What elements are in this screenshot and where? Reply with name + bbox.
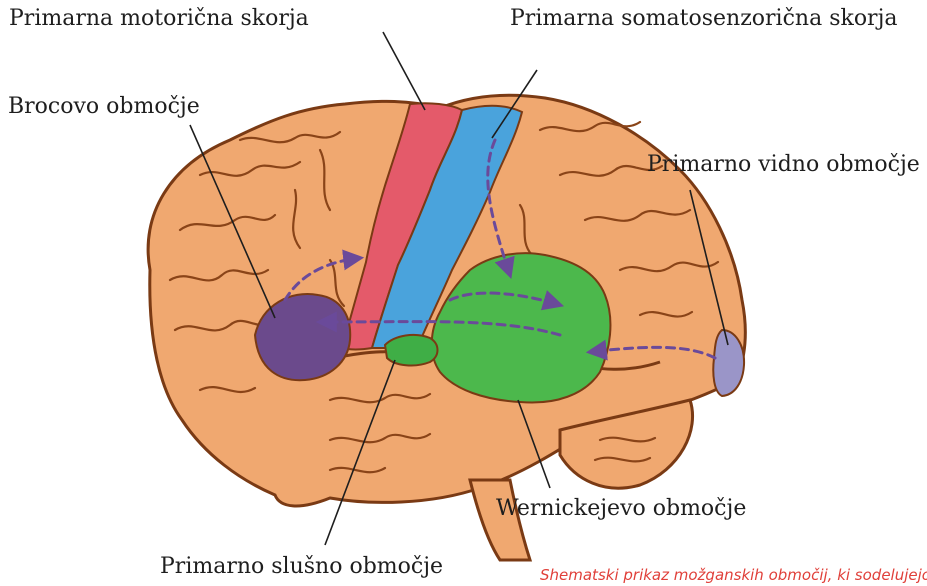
label-wernicke: Wernickejevo območje (496, 498, 746, 520)
region-auditory (385, 335, 438, 366)
label-visual-area: Primarno vidno območje (647, 154, 920, 176)
label-motor-cortex: Primarna motorična skorja (9, 8, 309, 30)
figure-caption: Shematski prikaz možganskih območij, ki … (540, 566, 927, 584)
label-auditory-area: Primarno slušno območje (160, 556, 443, 578)
label-broca: Brocovo območje (8, 96, 200, 118)
label-somatosensory-cortex: Primarna somatosenzorična skorja (510, 8, 898, 30)
leader-motor (383, 32, 425, 110)
